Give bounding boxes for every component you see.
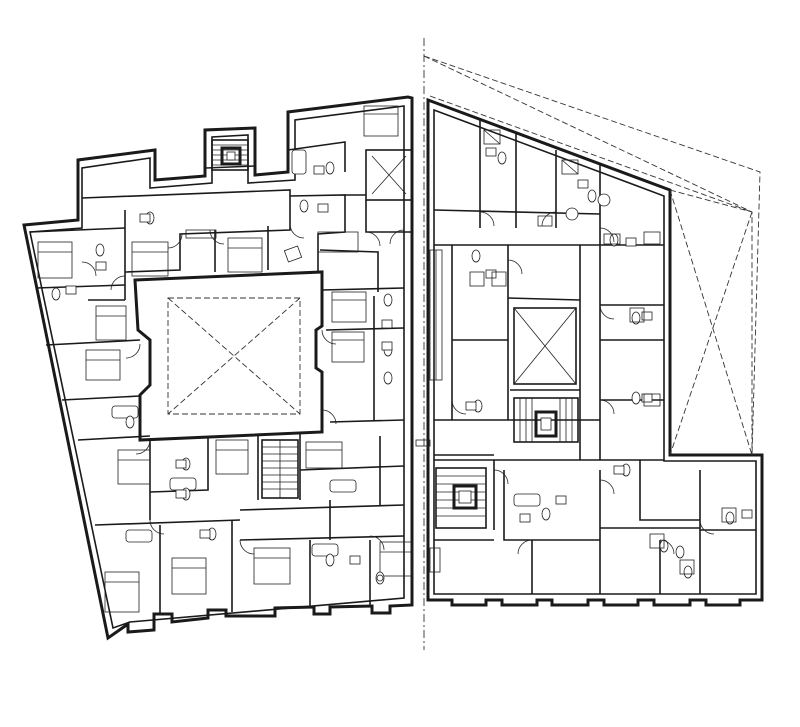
left-lightwell — [365, 149, 413, 201]
left-building-outline — [22, 95, 414, 641]
shower-icon — [469, 129, 737, 575]
overhang-outline — [423, 55, 761, 456]
bed-icon — [37, 105, 413, 613]
right-building-outline — [426, 97, 764, 607]
right-partitions — [433, 120, 756, 594]
elevator-icon — [220, 146, 558, 510]
dashed-overhang-lines — [423, 38, 761, 650]
right-building-inner-line — [433, 108, 757, 595]
right-lightwell — [513, 307, 577, 385]
door-swing-icon — [81, 211, 715, 555]
courtyard-void — [167, 297, 301, 415]
overhang-diagonal-2 — [429, 95, 753, 213]
bathtub-icon — [111, 149, 541, 557]
outer-walls — [22, 95, 764, 641]
stair-icon — [211, 139, 579, 529]
toilet-icon — [51, 151, 735, 585]
overhang-cross — [669, 189, 753, 456]
sink-icon — [65, 147, 753, 565]
left-courtyard — [133, 270, 324, 442]
left-partitions — [29, 141, 412, 615]
furniture — [185, 215, 553, 582]
overhang-diagonal-1 — [423, 55, 753, 213]
